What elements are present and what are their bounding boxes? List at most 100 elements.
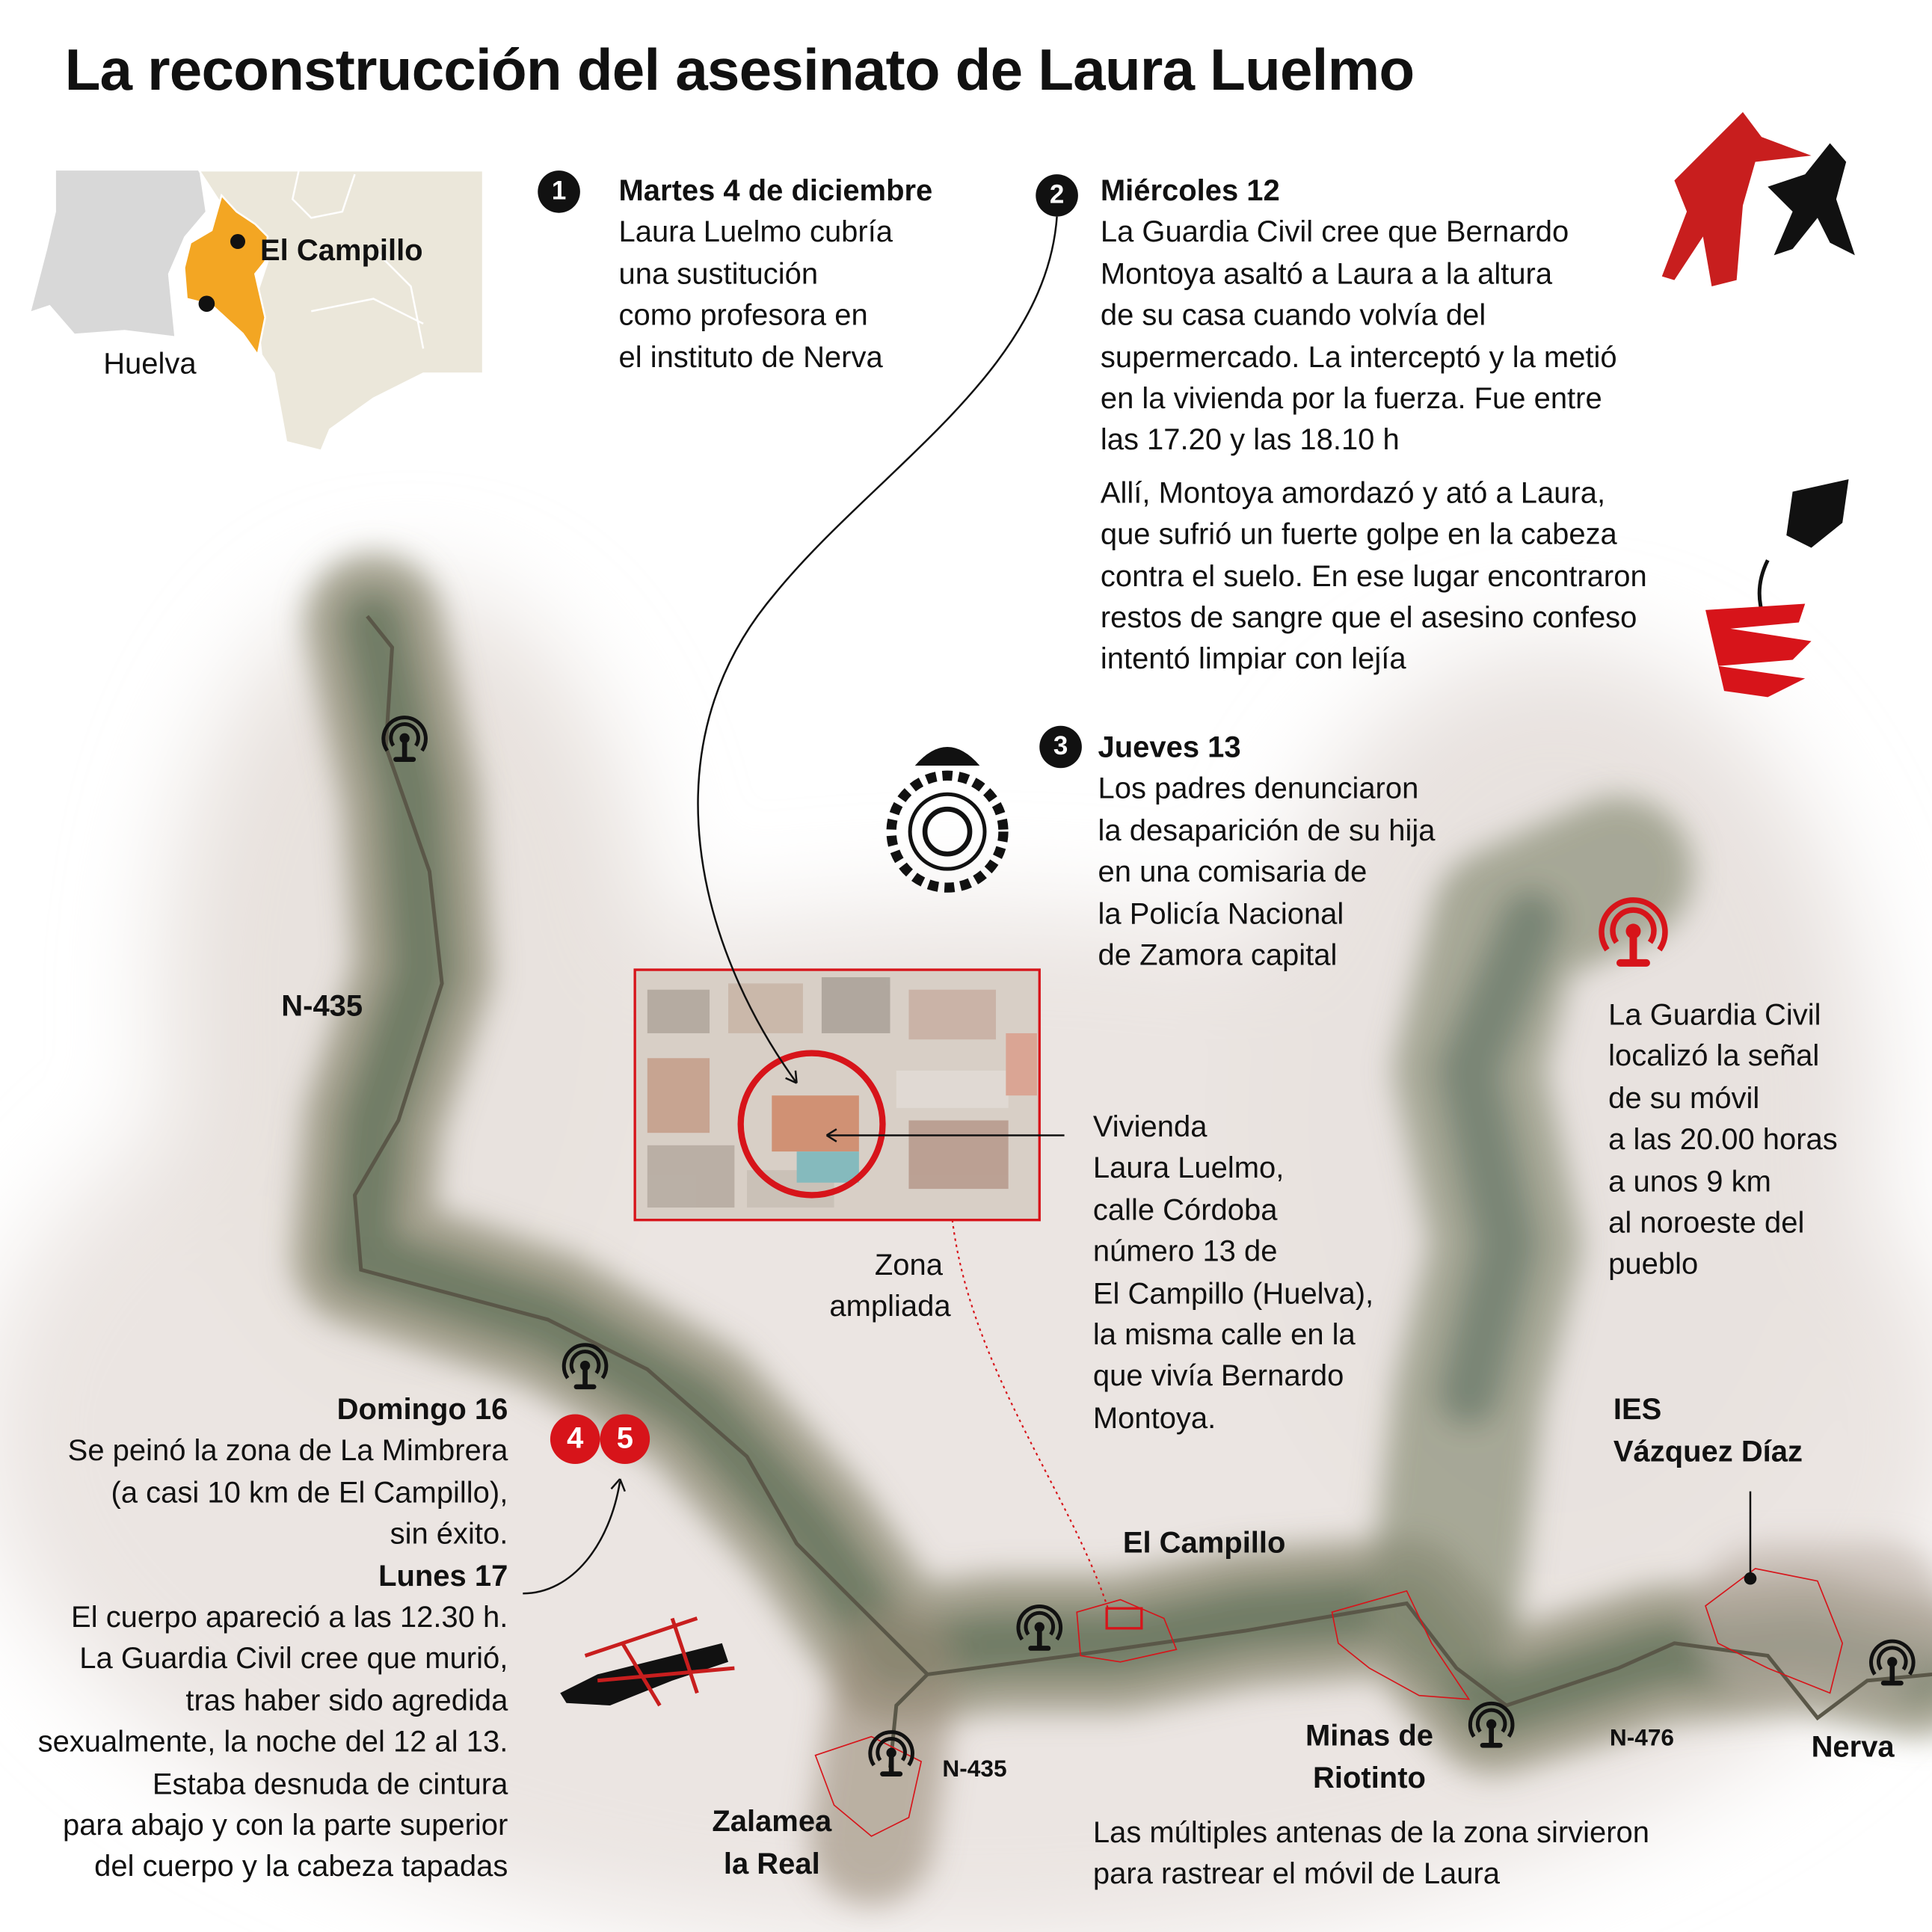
text-line: Laura Luelmo, [1092,1151,1285,1186]
text-line: Vázquez Díaz [1613,1435,1803,1469]
text-line: Los padres denunciaron [1098,772,1419,806]
zoom-label: Zona ampliada [784,1245,996,1328]
text-line: la desaparición de su hija [1098,813,1436,848]
step-3-marker: 3 [1039,725,1082,769]
nerva-outline [1705,1568,1844,1694]
text-line: para abajo y con la parte superior [62,1809,508,1843]
assault-illustration-icon [1661,111,1855,286]
police-badge-icon [886,747,1009,893]
antenna-icon [381,716,428,762]
el-campillo-outline [1076,1599,1178,1663]
road-label-n435-top: N-435 [281,989,363,1024]
locator-el-campillo-label: El Campillo [259,234,423,268]
bleach-illustration-icon [1705,479,1849,698]
antenna-icon [562,1343,609,1390]
text-line: Minas de [1305,1719,1433,1753]
text-line: La Guardia Civil cree que murió, [79,1642,508,1676]
step-2-text: Miércoles 12 La Guardia Civil cree que B… [1101,170,1647,680]
text-line: Zona [874,1248,943,1282]
zoom-connector [951,1219,1109,1609]
text-line: del cuerpo y la cabeza tapadas [94,1850,508,1884]
antenna-icon [1599,897,1668,967]
text-line: intentó limpiar con lejía [1100,642,1406,677]
text-line: Estaba desnuda de cintura [152,1767,508,1801]
antennas [381,716,1916,1776]
text-line: Allí, Montoya amordazó y ató a Laura, [1100,476,1606,511]
step-1-marker: 1 [538,170,580,213]
text-line: Montoya asaltó a Laura a la altura [1100,257,1553,292]
text-line: que sufrió un fuerte golpe en la cabeza [1100,518,1617,553]
text-line: para rastrear el móvil de Laura [1092,1857,1501,1892]
text-line: supermercado. La interceptó y la metió [1100,340,1617,375]
text-line: a unos 9 km [1608,1164,1771,1199]
text-line: el instituto de Nerva [618,340,883,375]
step-4-heading: Domingo 16 [336,1393,508,1427]
text-line: las 17.20 y las 18.10 h [1100,423,1400,458]
text-line: Montoya. [1092,1401,1216,1436]
text-line: la Policía Nacional [1098,896,1344,931]
road-line [352,615,1932,1768]
text-line: en una comisaria de [1098,855,1368,890]
text-line: Laura Luelmo cubría [618,215,893,250]
text-line: en la vivienda por la fuerza. Fue entre [1100,382,1602,416]
text-line: localizó la señal [1608,1039,1820,1074]
step2-pointer [697,216,1058,1084]
zoom-source-box [1105,1607,1143,1630]
text-line: Riotinto [1313,1761,1426,1795]
locator-map [31,169,484,452]
page-title: La reconstrucción del asesinato de Laura… [64,36,1415,102]
antennas-note: Las múltiples antenas de la zona sirvier… [1093,1812,1649,1895]
text-line: la misma calle en la [1092,1318,1356,1353]
text-line: sin éxito. [390,1517,508,1551]
antenna-icon [1468,1701,1515,1748]
antenna-icon [1869,1639,1916,1686]
text-line: de su casa cuando volvía del [1100,298,1486,333]
text-line: La Guardia Civil cree que Bernardo [1100,215,1569,250]
zoom-inset [633,968,1065,1222]
text-line: de Zamora capital [1098,938,1338,973]
text-line: una sustitución [618,257,819,292]
zalamea-outline [814,1735,923,1837]
text-line: Vivienda [1092,1110,1208,1145]
text-line: número 13 de [1092,1235,1278,1269]
text-line: El cuerpo apareció a las 12.30 h. [71,1601,508,1635]
step-5-marker: 5 [600,1414,650,1465]
step-3-text: Jueves 13 Los padres denunciaron la desa… [1098,727,1436,976]
body-illustration-icon [560,1616,735,1707]
step-5-heading: Lunes 17 [378,1559,508,1593]
town-label-minas: Minas de Riotinto [1282,1715,1456,1800]
house-text: Vivienda Laura Luelmo, calle Córdoba núm… [1093,1107,1373,1439]
step-3-heading: Jueves 13 [1098,730,1241,765]
terrain [292,553,1932,1905]
step-1-heading: Martes 4 de diciembre [618,174,933,209]
text-line: El Campillo (Huelva), [1092,1276,1374,1311]
minas-outline [1331,1590,1471,1700]
signal-text: La Guardia Civil localizó la señal de su… [1608,994,1838,1285]
label-ies: IES Vázquez Díaz [1613,1389,1803,1474]
text-line: Se peinó la zona de La Mimbrera [67,1434,508,1468]
step-2-marker: 2 [1036,174,1078,217]
text-line: al noroeste del [1608,1206,1805,1240]
text-line: ampliada [829,1290,951,1324]
text-line: sexualmente, la noche del 12 al 13. [37,1726,508,1760]
town-label-nerva: Nerva [1811,1730,1895,1765]
text-line: contra el suelo. En ese lugar encontraro… [1100,559,1647,594]
text-line: pueblo [1608,1248,1699,1282]
text-line: de su móvil [1608,1081,1760,1116]
text-line: tras haber sido agredida [185,1684,508,1718]
step-1-text: Martes 4 de diciembre Laura Luelmo cubrí… [619,170,933,378]
text-line: como profesora en [618,298,868,333]
huelva-region [183,193,269,357]
antenna-icon [868,1730,914,1776]
lunes-pointer [523,1481,621,1595]
text-line: La Guardia Civil [1608,998,1821,1033]
text-line: (a casi 10 km de El Campillo), [111,1476,508,1510]
road-label-n435-bottom: N-435 [942,1756,1007,1783]
text-line: Las múltiples antenas de la zona sirvier… [1092,1816,1649,1851]
road-label-n476: N-476 [1609,1725,1675,1752]
locator-huelva-label: Huelva [103,347,197,381]
text-line: Zalamea [712,1805,832,1839]
antenna-icon [1016,1604,1063,1651]
